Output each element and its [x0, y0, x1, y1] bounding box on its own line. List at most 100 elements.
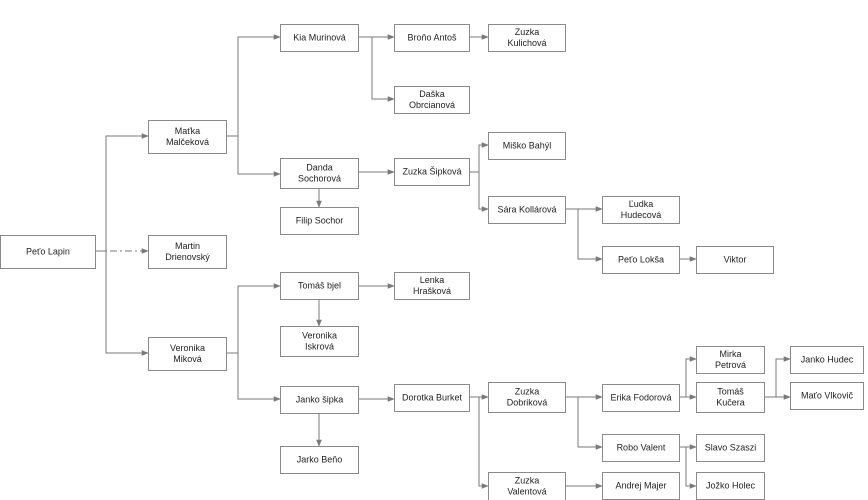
node-label: Zuzka	[515, 387, 540, 397]
node-box	[280, 158, 359, 189]
node-label: Dobriková	[507, 398, 548, 408]
person-node-tomas-b[interactable]: Tomáš bjel	[280, 272, 359, 300]
person-node-zuzka-s[interactable]: Zuzka Šipková	[394, 158, 470, 186]
person-node-mato[interactable]: Maťo Vlkovič	[790, 382, 864, 410]
node-box	[280, 326, 359, 357]
node-label: Mirka	[720, 349, 742, 359]
person-node-janko-s[interactable]: Janko šipka	[280, 386, 359, 414]
node-box	[394, 384, 470, 412]
person-node-filip[interactable]: Filip Sochor	[280, 207, 359, 235]
person-node-misko[interactable]: Miško Bahýl	[488, 132, 566, 160]
node-label: Iskrová	[305, 342, 334, 352]
node-label: Broňo Antoš	[407, 33, 457, 43]
node-box	[280, 386, 359, 414]
person-node-peto-l[interactable]: Peťo Lokša	[602, 246, 680, 274]
node-label: Valentová	[507, 487, 546, 497]
person-node-slavo[interactable]: Slavo Szaszi	[696, 434, 765, 462]
node-box	[148, 120, 227, 154]
node-label: Peťo Lapin	[26, 247, 70, 257]
person-node-sara[interactable]: Sára Kollárová	[488, 196, 566, 224]
person-node-viktor[interactable]: Viktor	[696, 246, 774, 274]
node-label: Tomáš	[717, 387, 744, 397]
node-box	[280, 272, 359, 300]
node-label: Janko Hudec	[801, 355, 854, 365]
node-box	[790, 382, 864, 410]
node-box	[488, 382, 566, 413]
node-label: Kia Murinová	[293, 33, 346, 43]
node-box	[148, 337, 227, 371]
connector-line	[565, 396, 603, 450]
node-box	[280, 24, 359, 52]
node-box	[602, 196, 680, 224]
node-box	[696, 246, 774, 274]
node-label: Andrej Majer	[615, 481, 666, 491]
connector-line	[565, 208, 603, 262]
node-label: Obrcianová	[409, 100, 455, 110]
node-label: Lenka	[420, 275, 445, 285]
person-node-erika[interactable]: Erika Fodorová	[602, 384, 680, 412]
node-label: Daška	[419, 89, 445, 99]
node-label: Maťka	[175, 126, 200, 136]
node-label: Peťo Lokša	[618, 255, 664, 265]
node-box	[148, 235, 227, 269]
node-box	[602, 434, 680, 462]
connector-line	[469, 142, 489, 173]
connector-line	[764, 356, 791, 398]
node-label: Jožko Holec	[706, 481, 756, 491]
person-node-peto-lapin[interactable]: Peťo Lapin	[0, 235, 96, 269]
connector-line	[358, 36, 395, 102]
connector-line	[679, 446, 697, 489]
node-box	[394, 24, 470, 52]
node-label: Robo Valent	[617, 443, 666, 453]
connector-line	[95, 133, 149, 252]
node-label: Zuzka	[515, 476, 540, 486]
person-node-jozko[interactable]: Jožko Holec	[696, 472, 765, 500]
node-label: Zuzka Šipková	[402, 167, 461, 177]
person-node-jarko[interactable]: Jarko Beňo	[280, 446, 359, 474]
node-label: Zuzka	[515, 27, 540, 37]
node-box	[790, 346, 864, 374]
person-node-robo[interactable]: Robo Valent	[602, 434, 680, 462]
node-label: Hudecová	[621, 210, 662, 220]
person-node-kia[interactable]: Kia Murinová	[280, 24, 359, 52]
node-label: Kučera	[716, 398, 745, 408]
node-label: Filip Sochor	[296, 216, 344, 226]
connector-line	[469, 396, 489, 489]
node-box	[696, 434, 765, 462]
node-label: Slavo Szaszi	[705, 443, 757, 453]
node-label: Martin	[175, 241, 200, 251]
node-label: Hrašková	[413, 286, 451, 296]
node-label: Tomáš bjel	[298, 281, 341, 291]
connector-line	[469, 171, 489, 212]
node-box	[696, 382, 765, 413]
node-box	[488, 196, 566, 224]
node-label: Jarko Beňo	[297, 455, 343, 465]
person-node-andrej[interactable]: Andrej Majer	[602, 472, 680, 500]
person-node-brono[interactable]: Broňo Antoš	[394, 24, 470, 52]
node-label: Ľudka	[629, 199, 654, 209]
node-label: Janko šipka	[296, 395, 344, 405]
node-label: Veronika	[302, 331, 337, 341]
node-label: Kulichová	[507, 38, 546, 48]
node-box	[488, 472, 566, 500]
node-box	[602, 246, 680, 274]
person-node-dorotka[interactable]: Dorotka Burket	[394, 384, 470, 412]
person-node-janko-h[interactable]: Janko Hudec	[790, 346, 864, 374]
node-label: Drienovský	[165, 252, 210, 262]
connector-line	[226, 283, 281, 354]
node-box	[394, 86, 470, 114]
